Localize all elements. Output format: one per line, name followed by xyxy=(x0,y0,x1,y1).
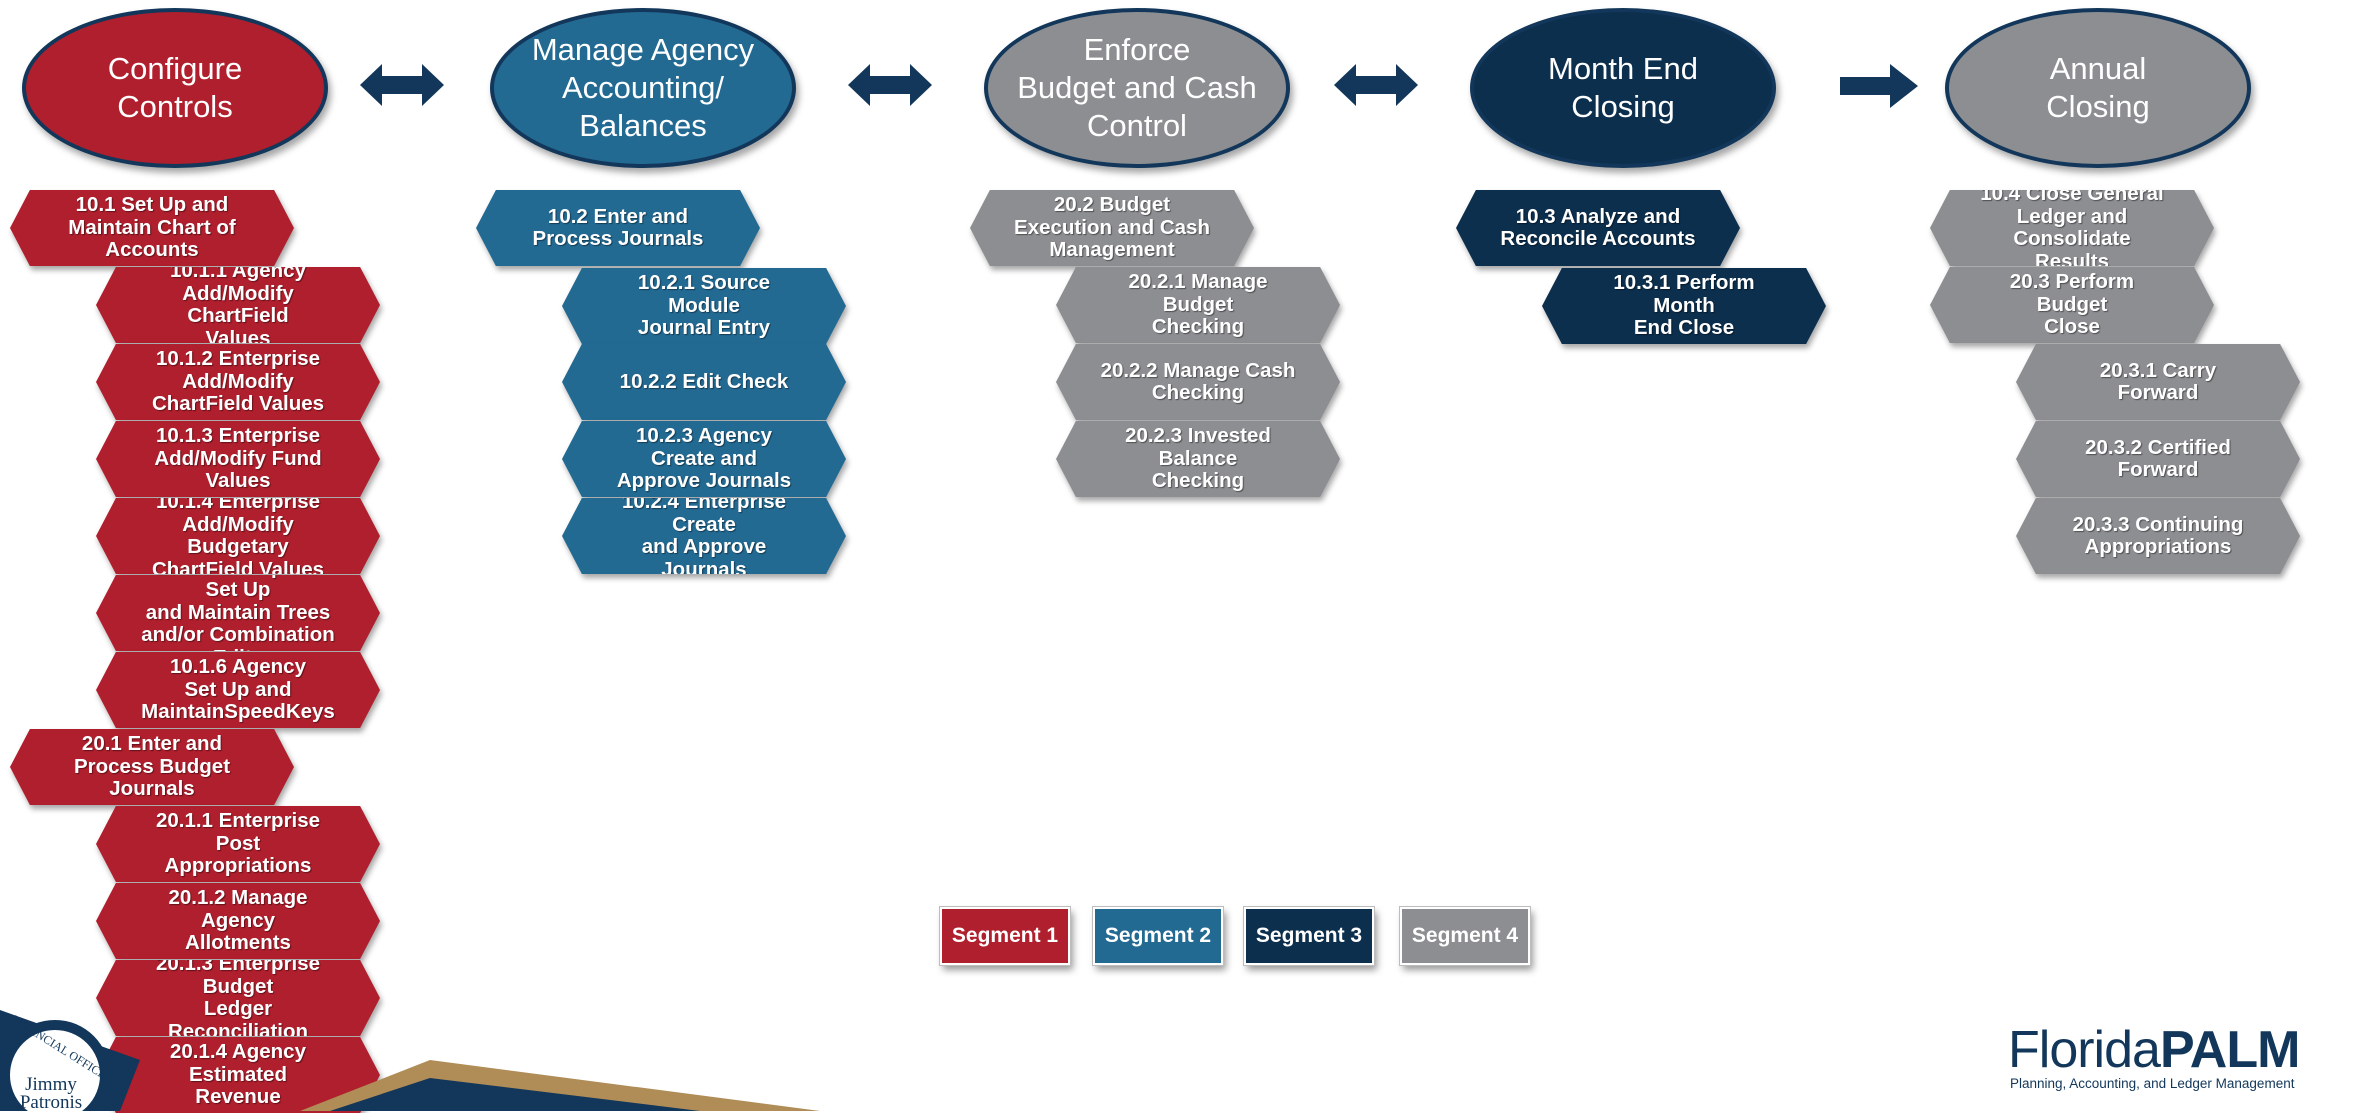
process-label: 10.4 Close General Ledger and Consolidat… xyxy=(1930,190,2214,266)
process-node: 20.1.4 Agency Estimated Revenue xyxy=(96,1037,380,1113)
process-node: 20.3.3 Continuing Appropriations xyxy=(2016,498,2300,574)
process-node: 10.1 Set Up and Maintain Chart of Accoun… xyxy=(10,190,294,266)
process-node: 20.3.2 Certified Forward xyxy=(2016,421,2300,497)
process-label: 10.2 Enter and Process Journals xyxy=(476,190,760,266)
process-label: 20.2 Budget Execution and Cash Managemen… xyxy=(970,190,1254,266)
process-node: 10.2.4 Enterprise Create and Approve Jou… xyxy=(562,498,846,574)
process-node: 10.1.5 Enterprise Set Up and Maintain Tr… xyxy=(96,575,380,651)
process-node: 20.1.3 Enterprise Budget Ledger Reconcil… xyxy=(96,960,380,1036)
process-label: 20.3.3 Continuing Appropriations xyxy=(2016,498,2300,574)
process-label: 20.1.1 Enterprise Post Appropriations xyxy=(96,806,380,882)
process-label: 10.3 Analyze and Reconcile Accounts xyxy=(1456,190,1740,266)
process-node: 20.3 Perform Budget Close xyxy=(1930,267,2214,343)
process-node: 10.1.1 Agency Add/Modify ChartField Valu… xyxy=(96,267,380,343)
double-arrow-icon xyxy=(848,64,932,106)
process-label: 10.1.4 Enterprise Add/Modify Budgetary C… xyxy=(96,498,380,574)
process-node: 20.1 Enter and Process Budget Journals xyxy=(10,729,294,805)
process-node: 10.2.1 Source Module Journal Entry xyxy=(562,268,846,344)
process-label: 20.3.1 Carry Forward xyxy=(2016,344,2300,420)
process-label: 10.1.5 Enterprise Set Up and Maintain Tr… xyxy=(96,575,380,651)
process-label: 10.1 Set Up and Maintain Chart of Accoun… xyxy=(10,190,294,266)
process-label: 20.1.2 Manage Agency Allotments xyxy=(96,883,380,959)
process-label: 10.1.2 Enterprise Add/Modify ChartField … xyxy=(96,344,380,420)
process-label: 20.1 Enter and Process Budget Journals xyxy=(10,729,294,805)
process-node: 10.1.2 Enterprise Add/Modify ChartField … xyxy=(96,344,380,420)
process-node: 10.3 Analyze and Reconcile Accounts xyxy=(1456,190,1740,266)
process-label: 10.3.1 Perform Month End Close xyxy=(1542,268,1826,344)
process-label: 20.2.2 Manage Cash Checking xyxy=(1056,344,1340,420)
process-node: 20.2.1 Manage Budget Checking xyxy=(1056,267,1340,343)
phase-oval: Enforce Budget and Cash Control xyxy=(984,8,1290,168)
process-label: 20.1.4 Agency Estimated Revenue xyxy=(96,1037,380,1113)
process-node: 20.1.2 Manage Agency Allotments xyxy=(96,883,380,959)
process-label: 10.1.3 Enterprise Add/Modify Fund Values xyxy=(96,421,380,497)
process-node: 10.1.4 Enterprise Add/Modify Budgetary C… xyxy=(96,498,380,574)
process-node: 10.4 Close General Ledger and Consolidat… xyxy=(1930,190,2214,266)
process-node: 20.1.1 Enterprise Post Appropriations xyxy=(96,806,380,882)
double-arrow-icon xyxy=(1334,64,1418,106)
process-label: 10.2.2 Edit Check xyxy=(562,344,846,420)
phase-oval: Annual Closing xyxy=(1945,8,2251,168)
legend-segment4: Segment 4 xyxy=(1399,906,1531,966)
phase-oval: Configure Controls xyxy=(22,8,328,168)
phase-oval: Month End Closing xyxy=(1470,8,1776,168)
process-label: 20.2.3 Invested Balance Checking xyxy=(1056,421,1340,497)
process-label: 20.2.1 Manage Budget Checking xyxy=(1056,267,1340,343)
process-node: 10.2.3 Agency Create and Approve Journal… xyxy=(562,421,846,497)
legend-segment3: Segment 3 xyxy=(1243,906,1375,966)
seal-signature: Jimmy Patronis xyxy=(19,1074,83,1113)
logo-tagline: Planning, Accounting, and Ledger Managem… xyxy=(2010,1076,2295,1091)
legend-segment2: Segment 2 xyxy=(1092,906,1224,966)
process-label: 10.1.6 Agency Set Up and MaintainSpeedKe… xyxy=(96,652,380,728)
process-node: 20.2.2 Manage Cash Checking xyxy=(1056,344,1340,420)
process-label: 10.2.1 Source Module Journal Entry xyxy=(562,268,846,344)
logo-text-florida: Florida xyxy=(2008,1021,2161,1079)
process-label: 20.3.2 Certified Forward xyxy=(2016,421,2300,497)
process-node: 10.2 Enter and Process Journals xyxy=(476,190,760,266)
process-node: 20.3.1 Carry Forward xyxy=(2016,344,2300,420)
legend-segment1: Segment 1 xyxy=(939,906,1071,966)
florida-palm-logo: FloridaPALM Planning, Accounting, and Le… xyxy=(2008,1022,2324,1092)
process-label: 20.3 Perform Budget Close xyxy=(1930,267,2214,343)
process-label: 10.2.4 Enterprise Create and Approve Jou… xyxy=(562,498,846,574)
process-node: 20.2 Budget Execution and Cash Managemen… xyxy=(970,190,1254,266)
process-node: 10.2.2 Edit Check xyxy=(562,344,846,420)
process-node: 10.1.6 Agency Set Up and MaintainSpeedKe… xyxy=(96,652,380,728)
logo-text-palm: PALM xyxy=(2159,1021,2300,1079)
cfo-seal-decoration xyxy=(0,1010,820,1111)
process-node: 20.2.3 Invested Balance Checking xyxy=(1056,421,1340,497)
process-node: 10.1.3 Enterprise Add/Modify Fund Values xyxy=(96,421,380,497)
process-label: 10.1.1 Agency Add/Modify ChartField Valu… xyxy=(96,267,380,343)
process-label: 20.1.3 Enterprise Budget Ledger Reconcil… xyxy=(96,960,380,1036)
process-label: 10.2.3 Agency Create and Approve Journal… xyxy=(562,421,846,497)
double-arrow-icon xyxy=(360,64,444,106)
phase-oval: Manage Agency Accounting/ Balances xyxy=(490,8,796,168)
process-node: 10.3.1 Perform Month End Close xyxy=(1542,268,1826,344)
right-arrow-icon xyxy=(1840,64,1918,108)
